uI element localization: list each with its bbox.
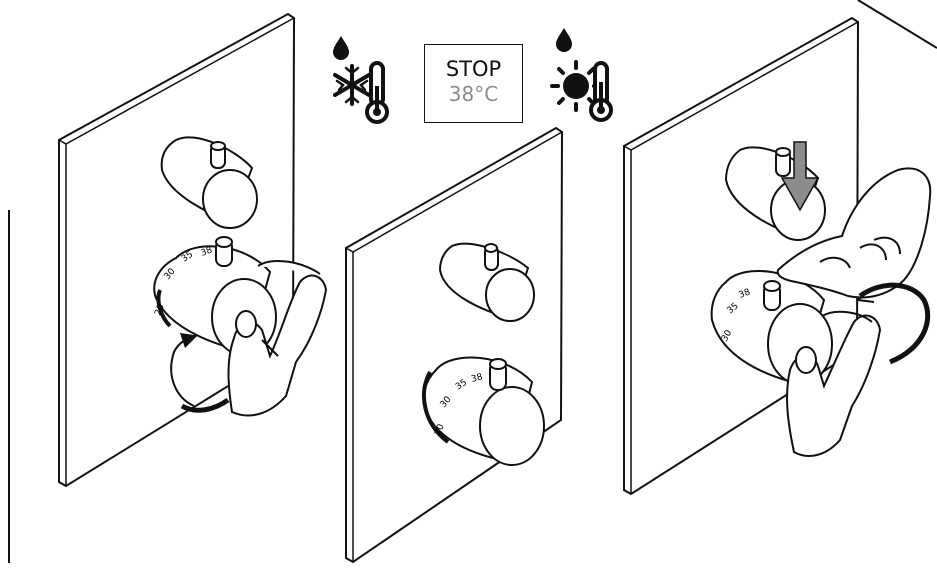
wall-edge-line — [858, 0, 937, 48]
thermometer-icon — [591, 63, 611, 120]
wall-plate — [59, 14, 294, 486]
stop-temperature-box: STOP 38°C — [424, 44, 523, 123]
wall-plate — [346, 128, 562, 562]
water-drop-icon — [556, 28, 572, 52]
stop-temperature: 38°C — [425, 82, 522, 106]
stop-label: STOP — [425, 56, 522, 82]
cold-indicator — [333, 36, 387, 122]
panel-center — [346, 128, 562, 562]
thermometer-icon — [367, 63, 387, 122]
panel-left — [59, 14, 294, 486]
snowflake-icon — [335, 66, 369, 104]
hot-indicator — [552, 28, 611, 120]
water-drop-icon — [333, 36, 349, 60]
